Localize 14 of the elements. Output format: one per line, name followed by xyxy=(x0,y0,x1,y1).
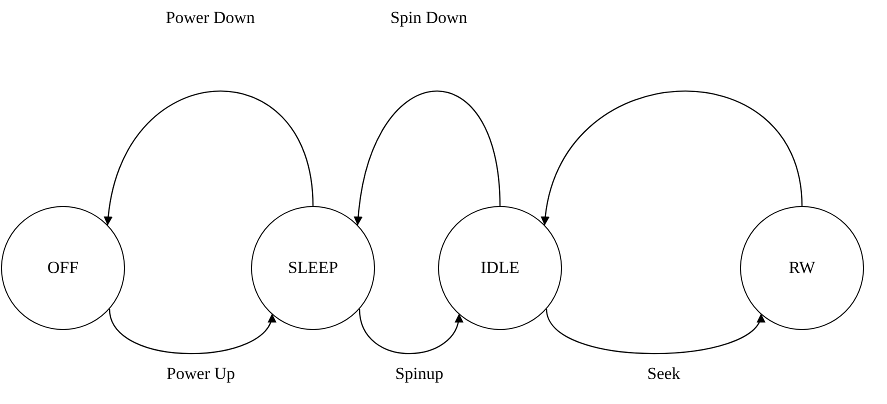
arrow xyxy=(104,90,314,226)
state-name: SLEEP xyxy=(288,258,338,278)
state-circle xyxy=(438,206,562,330)
state-circle xyxy=(1,206,125,330)
arrow xyxy=(546,308,763,354)
state-name: RW xyxy=(788,258,816,278)
state-name: OFF xyxy=(47,258,79,278)
arrow xyxy=(542,90,803,226)
arrow xyxy=(108,308,274,354)
arrow xyxy=(354,90,501,226)
state-name: IDLE xyxy=(480,258,520,278)
arrow xyxy=(358,308,462,354)
state-circle xyxy=(740,206,864,330)
state-circle xyxy=(251,206,375,330)
